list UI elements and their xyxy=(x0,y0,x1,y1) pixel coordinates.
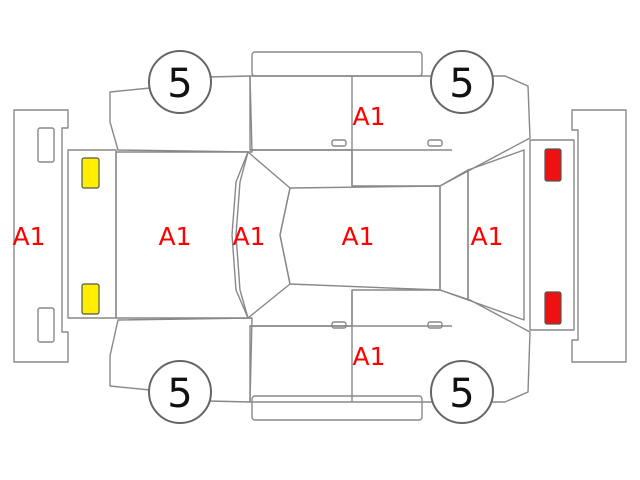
headlight-right xyxy=(81,283,100,315)
trunk-panel xyxy=(467,149,525,321)
code-rear-window: A1 xyxy=(470,222,503,251)
svg-text:5: 5 xyxy=(167,371,192,417)
code-hood: A1 xyxy=(158,222,191,251)
code-roof: A1 xyxy=(341,222,374,251)
rear-panel xyxy=(529,139,575,331)
rear-bumper xyxy=(571,109,627,363)
code-windshield: A1 xyxy=(232,222,265,251)
svg-text:5: 5 xyxy=(449,371,474,417)
code-left-side-doors: A1 xyxy=(352,102,385,131)
tire-rear-right: 5 xyxy=(430,360,494,424)
tire-rear-left: 5 xyxy=(430,50,494,114)
left-side-body xyxy=(109,51,531,187)
front-panel xyxy=(67,149,117,319)
headlight-left xyxy=(81,157,100,189)
front-bumper xyxy=(13,109,69,363)
rear-window-panel xyxy=(439,169,469,301)
svg-text:5: 5 xyxy=(449,61,474,107)
svg-text:5: 5 xyxy=(167,61,192,107)
code-front-bumper: A1 xyxy=(12,222,45,251)
code-right-side-doors: A1 xyxy=(352,342,385,371)
tire-front-right: 5 xyxy=(148,360,212,424)
tire-front-left: 5 xyxy=(148,50,212,114)
taillight-top xyxy=(544,148,562,182)
right-side-body xyxy=(109,289,531,421)
taillight-bottom xyxy=(544,291,562,325)
